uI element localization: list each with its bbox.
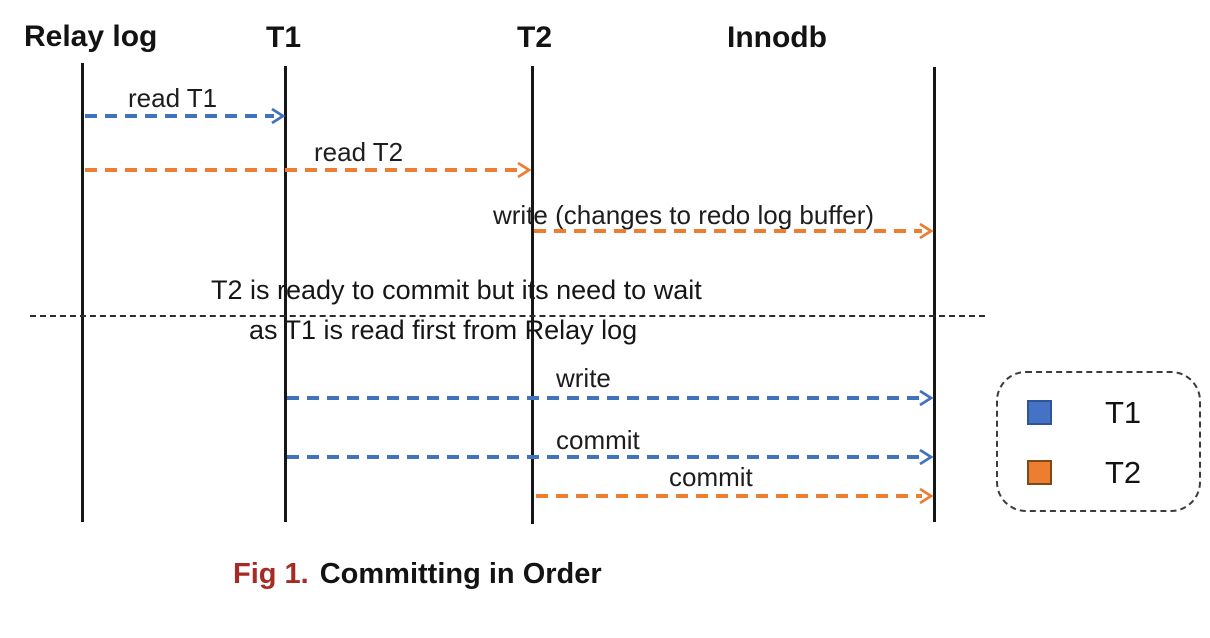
- arrowhead-icon: [919, 222, 934, 240]
- lifeline-t2: [531, 66, 534, 524]
- lifeline-relay-log: [81, 63, 84, 522]
- legend-swatch-t2: [1027, 460, 1052, 485]
- arrow-dash: [534, 229, 922, 233]
- arrowhead-icon: [517, 161, 532, 179]
- lifeline-label-t1: T1: [266, 21, 302, 54]
- arrow-dash: [536, 494, 922, 498]
- lifeline-label-relay-log: Relay log: [24, 20, 158, 53]
- figure-caption: Fig 1. Committing in Order: [233, 558, 602, 591]
- message-label-read-t1: read T1: [128, 83, 218, 113]
- arrow-dash: [85, 114, 274, 118]
- arrow-commit-t1: [287, 448, 934, 466]
- message-label-write-buffer: write (changes to redo log buffer): [493, 200, 875, 230]
- arrow-write-buffer: [534, 222, 934, 240]
- arrow-dash: [287, 396, 922, 400]
- arrowhead-icon: [271, 107, 286, 125]
- arrow-read-t1: [85, 107, 286, 125]
- lifeline-label-t2: T2: [517, 21, 553, 54]
- arrow-write: [287, 389, 934, 407]
- message-label-read-t2: read T2: [314, 137, 404, 167]
- legend-label-t2: T2: [1105, 455, 1142, 490]
- lifeline-label-innodb: Innodb: [727, 21, 827, 54]
- arrow-dash: [287, 455, 922, 459]
- message-label-commit-t1: commit: [556, 425, 640, 455]
- wait-note-line1: T2 is ready to commit but its need to wa…: [211, 275, 702, 305]
- arrowhead-icon: [919, 448, 934, 466]
- legend-swatch-t1: [1027, 400, 1052, 425]
- arrow-commit-t2: [536, 487, 934, 505]
- message-label-commit-t2: commit: [669, 462, 753, 492]
- arrow-dash: [85, 168, 520, 172]
- message-label-write: write: [556, 363, 611, 393]
- wait-divider-dashed-line: [30, 315, 985, 317]
- wait-note-line2: as T1 is read first from Relay log: [249, 315, 638, 345]
- arrowhead-icon: [919, 487, 934, 505]
- arrowhead-icon: [919, 389, 934, 407]
- legend-label-t1: T1: [1105, 395, 1142, 430]
- lifeline-innodb: [933, 67, 936, 522]
- arrow-read-t2: [85, 161, 532, 179]
- caption-text: Committing in Order: [319, 558, 602, 590]
- lifeline-t1: [284, 66, 287, 522]
- legend: T1 T2: [996, 371, 1201, 512]
- caption-prefix: Fig 1.: [233, 558, 309, 590]
